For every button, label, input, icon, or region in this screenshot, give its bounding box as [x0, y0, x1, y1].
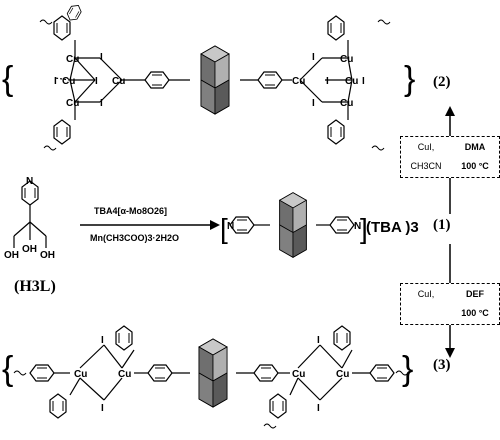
nitrogen-label: N	[354, 221, 361, 232]
cu-label: Cu	[66, 54, 79, 65]
nitrogen-label: N	[227, 221, 234, 232]
cu-label: Cu	[292, 76, 305, 87]
cond-bottom-r1c1: CuI,	[417, 289, 435, 299]
reagent-line-1: TBA4[α-Mo8O26]	[94, 206, 168, 216]
cu-label: Cu	[74, 369, 87, 380]
hydroxyl-label: OH	[22, 244, 37, 255]
iodine-label: I	[100, 52, 103, 63]
cond-top-r2c2: 100 °C	[461, 161, 489, 171]
iodine-label: I	[312, 52, 315, 63]
cond-top-r1c2: DMA	[464, 142, 486, 152]
reaction-arrow	[80, 220, 220, 230]
cu-label: Cu	[66, 98, 79, 109]
cu-label: Cu	[112, 76, 125, 87]
counterion-label: (TBA )3	[366, 219, 419, 236]
structure-compound-2: { } Cu Cu Cu Cu I I I I	[2, 2, 415, 151]
cu-label: Cu	[340, 98, 353, 109]
cu-label: Cu	[118, 369, 131, 380]
brace-left: {	[2, 350, 13, 388]
conditions-top-box: CuI, DMA CH3CN 100 °C	[400, 136, 500, 178]
compound-1-label: (1)	[433, 217, 451, 233]
brace-left: {	[2, 60, 13, 98]
iodine-label: I	[101, 335, 104, 346]
bracket-left: [	[220, 213, 228, 244]
cond-bottom-r1c2: DEF	[466, 289, 484, 299]
brace-right: }	[402, 350, 413, 388]
structure-compound-1: [ N N ] (TBA )3	[220, 192, 419, 258]
cond-bottom-r2c2: 100 °C	[461, 308, 489, 318]
iodine-label: I	[101, 403, 104, 414]
ligand-h3l: N OH OH OH	[4, 176, 55, 261]
iodine-label: I	[317, 335, 320, 346]
nitrogen-label: N	[26, 176, 33, 187]
iodine-label: I	[54, 76, 57, 87]
compound-3-label: (3)	[433, 357, 451, 373]
compound-2-label: (2)	[433, 74, 451, 90]
bracket-right: ]	[360, 213, 368, 244]
cu-label: Cu	[336, 369, 349, 380]
cond-top-r2c1: CH3CN	[410, 161, 442, 171]
iodine-label: I	[95, 76, 98, 87]
iodine-label: I	[100, 98, 103, 109]
iodine-label: I	[326, 76, 329, 87]
cu-label: Cu	[345, 76, 358, 87]
cu-label: Cu	[340, 54, 353, 65]
structure-compound-3: { } Cu Cu I I	[2, 325, 413, 429]
iodine-label: I	[317, 403, 320, 414]
reagent-line-2: Mn(CH3COO)3·2H2O	[90, 233, 180, 243]
brace-right: }	[404, 60, 415, 98]
ligand-label: (H3L)	[14, 278, 56, 295]
iodine-label: I	[312, 98, 315, 109]
hydroxyl-label: OH	[4, 250, 19, 261]
hydroxyl-label: OH	[40, 250, 55, 261]
cu-label: Cu	[292, 369, 305, 380]
cu-label: Cu	[62, 76, 75, 87]
cond-top-r1c1: CuI,	[417, 142, 435, 152]
conditions-bottom-box: CuI, DEF 100 °C	[400, 283, 500, 325]
iodine-label: I	[362, 76, 365, 87]
